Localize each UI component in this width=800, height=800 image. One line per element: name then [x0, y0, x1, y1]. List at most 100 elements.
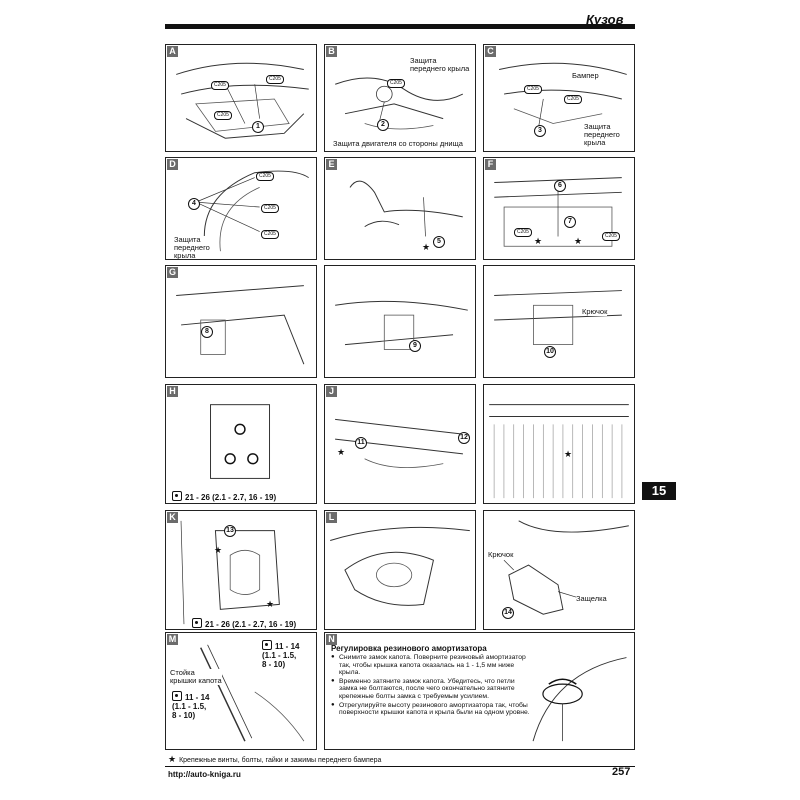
torque-wrench-icon	[262, 640, 272, 650]
diagram-headlamp-edge	[349, 180, 463, 237]
torque-wrench-icon	[172, 491, 182, 501]
label-bumper: Бампер	[572, 71, 599, 80]
torque-spec: 11 - 14 (1.1 - 1.5, 8 - 10)	[262, 640, 300, 669]
panel-e: E 5 ★	[324, 157, 476, 260]
callout-number: 6	[554, 180, 566, 192]
clip-marker: C205	[387, 79, 405, 88]
clip-marker: C205	[256, 172, 274, 181]
callout-number: 13	[224, 525, 236, 537]
panel-n: N Регулировка резинового амортизатора Сн…	[324, 632, 635, 750]
instruction-list: Снимите замок капота. Поверните резиновы…	[331, 654, 531, 718]
panel-letter: E	[326, 159, 337, 170]
star-icon: ★	[564, 449, 573, 459]
clip-marker: C205	[261, 230, 279, 239]
diagram-front-undercover	[176, 62, 309, 139]
torque-wrench-icon	[192, 618, 202, 628]
diagram-engine-bay-right	[494, 290, 622, 345]
panel-j2: ★	[483, 384, 635, 504]
panel-l: L	[324, 510, 476, 630]
list-item: Снимите замок капота. Поверните резиновы…	[331, 654, 531, 677]
diagram-engine-bay-left	[176, 285, 305, 365]
diagram-wheel-arch	[195, 170, 309, 252]
diagram-radiator-support	[494, 177, 622, 247]
diagram-fender-guard	[335, 77, 464, 130]
panel-letter: B	[326, 46, 337, 57]
label-fender-guard: Защита переднего крыла	[174, 235, 210, 260]
callout-number: 9	[409, 340, 421, 352]
panel-letter: J	[326, 386, 337, 397]
panel-g3: Крючок 10	[483, 265, 635, 378]
footnote: ★Крепежные винты, болты, гайки и зажимы …	[168, 754, 382, 764]
callout-number: 5	[433, 236, 445, 248]
star-icon: ★	[422, 242, 431, 252]
footer-rule	[165, 766, 635, 767]
panel-a: A C205 C205 C205 1	[165, 44, 317, 152]
clip-marker: C205	[564, 95, 582, 104]
torque-spec: 11 - 14 (1.1 - 1.5, 8 - 10)	[172, 691, 210, 720]
panel-letter: F	[485, 159, 496, 170]
list-item: Временно затяните замок капота. Убедитес…	[331, 678, 531, 701]
callout-number: 2	[377, 119, 389, 131]
panel-m: M 11 - 14 (1.1 - 1.5, 8 - 10) Стойка кры…	[165, 632, 317, 750]
panel-b: B Защита переднего крыла C205 2 Защита д…	[324, 44, 476, 152]
label-hook: Крючок	[488, 550, 514, 559]
torque-wrench-icon	[172, 691, 182, 701]
diagram-hood-lock-bolts	[210, 404, 271, 479]
panel-l2: Крючок Защелка 14	[483, 510, 635, 630]
diagram-bumper	[499, 62, 627, 129]
panel-letter: G	[167, 267, 178, 278]
panel-c: C Бампер C205 C205 3 Защита переднего кр…	[483, 44, 635, 152]
label-fender-guard: Защита переднего крыла	[584, 122, 620, 147]
clip-marker: C205	[602, 232, 620, 241]
panel-letter: A	[167, 46, 178, 57]
label-fender-guard: Защита переднего крыла	[410, 56, 470, 73]
callout-number: 12	[458, 432, 470, 444]
star-icon: ★	[574, 236, 583, 246]
panel-k: K 13 ★ ★ 21 - 26 (2.1 - 2.7, 16 - 19)	[165, 510, 317, 630]
clip-marker: C205	[211, 81, 229, 90]
panel-letter: K	[167, 512, 178, 523]
diagram-hook-latch	[503, 520, 629, 615]
panel-j: J 11 12 ★	[324, 384, 476, 504]
panel-g2: 9	[324, 265, 476, 378]
diagram-hood-lock-latch	[330, 526, 470, 606]
panel-letter: M	[167, 634, 178, 645]
page-number: 257	[612, 766, 631, 778]
callout-number: 10	[544, 346, 556, 358]
diagram-hood-lock	[180, 520, 280, 625]
panel-letter: D	[167, 159, 178, 170]
panel-letter: C	[485, 46, 496, 57]
section-title: Регулировка резинового амортизатора	[331, 644, 487, 653]
site-url: http://auto-kniga.ru	[168, 770, 241, 779]
torque-spec: 21 - 26 (2.1 - 2.7, 16 - 19)	[192, 618, 296, 629]
callout-number: 7	[564, 216, 576, 228]
page-title: Кузов	[586, 12, 624, 27]
callout-number: 11	[355, 437, 367, 449]
clip-marker: C205	[214, 111, 232, 120]
callout-number: 14	[502, 607, 514, 619]
panel-letter: L	[326, 512, 337, 523]
panel-f: F 6 7 C205 C205 ★ ★	[483, 157, 635, 260]
header-rule	[165, 24, 635, 29]
list-item: Отрегулируйте высоту резинового амортиза…	[331, 702, 531, 717]
panel-g: G 8	[165, 265, 317, 378]
star-icon: ★	[214, 545, 223, 555]
label-engine-guard: Защита двигателя со стороны днища	[333, 139, 463, 148]
clip-marker: C205	[514, 228, 532, 237]
label-latch: Защелка	[576, 594, 607, 603]
panel-h: H 21 - 26 (2.1 - 2.7, 16 - 19)	[165, 384, 317, 504]
clip-marker: C205	[524, 85, 542, 94]
diagram-radiator-core	[489, 404, 629, 499]
chapter-tab: 15	[642, 482, 676, 500]
label-hook: Крючок	[582, 307, 608, 316]
callout-number: 1	[252, 121, 264, 133]
diagram-frame-rail	[335, 418, 463, 468]
panel-letter: N	[326, 634, 337, 645]
diagram-engine-bay-center	[335, 300, 468, 350]
callout-number: 4	[188, 198, 200, 210]
callout-number: 8	[201, 326, 213, 338]
callout-number: 3	[534, 125, 546, 137]
star-icon: ★	[534, 236, 543, 246]
star-icon: ★	[337, 447, 346, 457]
clip-marker: C205	[266, 75, 284, 84]
